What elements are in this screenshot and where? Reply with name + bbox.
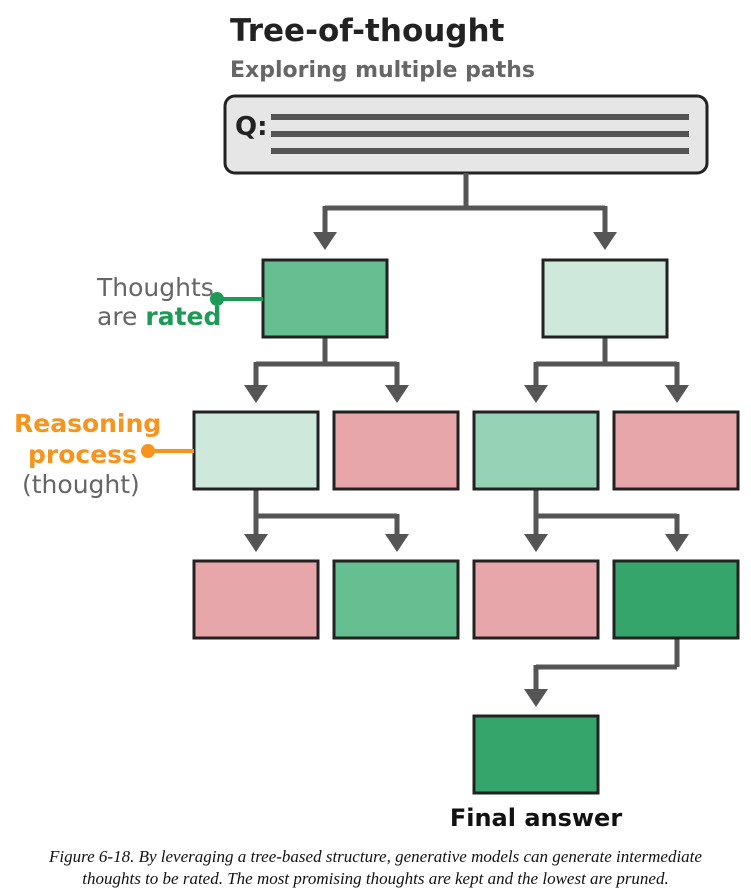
tree-connectors	[253, 173, 680, 692]
arrowhead	[593, 232, 617, 250]
question-box: Q:	[223, 94, 709, 175]
thought-node-level3-1	[192, 559, 320, 640]
arrowhead	[524, 534, 548, 552]
annotation-thoughts-line2-prefix: are	[97, 302, 145, 331]
thought-node-level2-3	[472, 410, 600, 491]
diagram-title: Tree-of-thought	[230, 13, 505, 49]
thought-node-level2-2	[332, 410, 460, 491]
thought-nodes	[192, 258, 740, 795]
figure-caption: Figure 6-18. By leveraging a tree-based …	[10, 846, 741, 890]
question-text-line-1	[271, 114, 689, 120]
thought-node-level2-4	[612, 410, 740, 491]
annotation-reasoning: Reasoning process (thought)	[14, 409, 194, 499]
arrowhead	[524, 689, 548, 707]
figure-caption-line-2: thoughts to be rated. The most promising…	[82, 869, 669, 888]
question-label: Q:	[235, 112, 268, 142]
arrowheads	[244, 232, 689, 707]
annotation-thoughts-line1: Thoughts	[96, 273, 214, 302]
figure-caption-line-1: Figure 6-18. By leveraging a tree-based …	[49, 847, 702, 866]
arrowhead	[665, 534, 689, 552]
arrowhead	[385, 385, 409, 403]
annotation-thoughts-line2: are rated	[97, 302, 221, 331]
arrowhead	[665, 385, 689, 403]
annotation-thoughts-rated: Thoughts are rated	[96, 273, 263, 331]
annotation-thoughts-line2-emphasis: rated	[145, 302, 221, 331]
thought-node-level1-right	[541, 258, 669, 339]
arrowhead	[524, 385, 548, 403]
thought-node-level2-1	[192, 410, 320, 491]
thought-node-level1-left	[261, 258, 389, 339]
arrowhead	[244, 534, 268, 552]
question-text-line-2	[271, 131, 689, 137]
arrowhead	[244, 385, 268, 403]
annotation-reasoning-line2: process	[28, 440, 137, 469]
annotation-reasoning-line3: (thought)	[22, 470, 140, 499]
final-answer-node	[472, 714, 600, 795]
thought-node-level3-2	[332, 559, 460, 640]
final-answer-label: Final answer	[450, 804, 623, 832]
annotation-reasoning-line1: Reasoning	[14, 409, 161, 438]
annotation-reasoning-dot	[141, 444, 155, 458]
diagram-subtitle: Exploring multiple paths	[230, 58, 535, 83]
arrowhead	[313, 232, 337, 250]
thought-node-level3-4	[612, 559, 740, 640]
arrowhead	[385, 534, 409, 552]
question-text-line-3	[271, 148, 689, 154]
annotation-thoughts-dot	[210, 292, 224, 306]
thought-node-level3-3	[472, 559, 600, 640]
